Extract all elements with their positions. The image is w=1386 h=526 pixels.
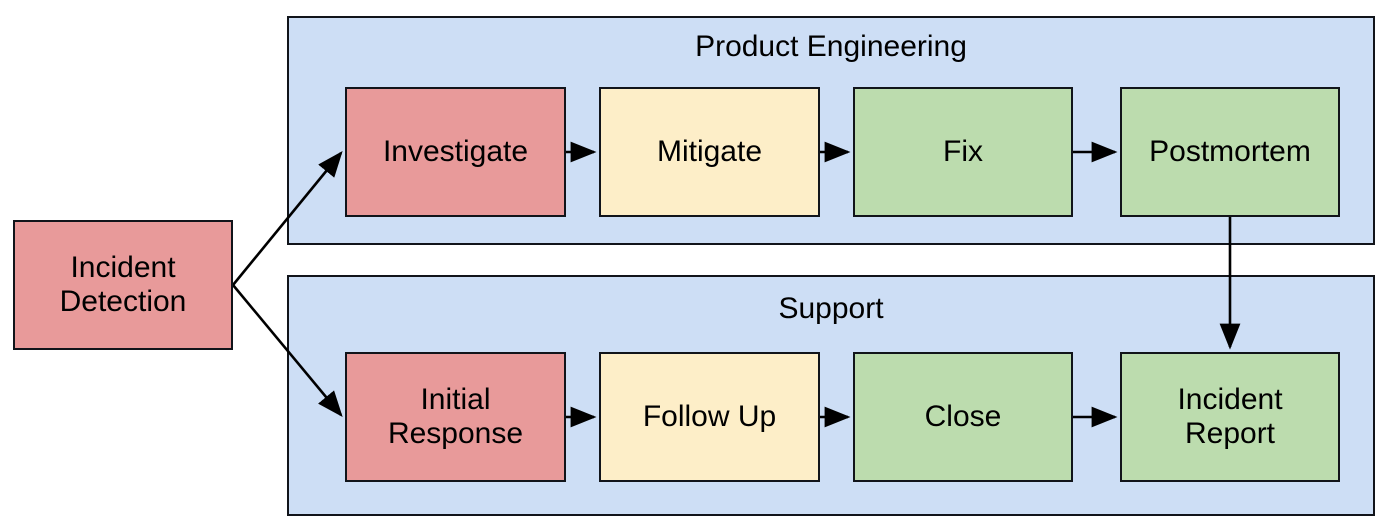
process-node-postmortem[interactable]: Postmortem <box>1120 87 1340 217</box>
process-node-follow-up[interactable]: Follow Up <box>599 352 820 482</box>
swimlane-product-engineering-label: Product Engineering <box>695 30 967 63</box>
swimlane-support-label: Support <box>778 292 884 325</box>
process-node-incident-detection-label: Incident Detection <box>59 251 187 318</box>
process-node-investigate[interactable]: Investigate <box>345 87 566 217</box>
edge-detection-to-investigate <box>231 150 343 286</box>
process-node-investigate-label: Investigate <box>382 135 529 169</box>
process-node-initial-response[interactable]: Initial Response <box>345 352 566 482</box>
process-node-fix-label: Fix <box>943 135 983 169</box>
edge-detection-to-initial-response <box>232 284 343 417</box>
process-node-fix[interactable]: Fix <box>853 87 1073 217</box>
process-node-follow-up-label: Follow Up <box>642 400 777 434</box>
process-node-postmortem-label: Postmortem <box>1149 135 1311 169</box>
process-node-close[interactable]: Close <box>853 352 1073 482</box>
process-node-mitigate-label: Mitigate <box>656 135 763 169</box>
process-node-mitigate[interactable]: Mitigate <box>599 87 820 217</box>
process-node-initial-response-label: Initial Response <box>387 383 524 450</box>
process-node-incident-detection[interactable]: Incident Detection <box>13 220 233 350</box>
process-node-close-label: Close <box>924 400 1002 434</box>
process-node-incident-report[interactable]: Incident Report <box>1120 352 1340 482</box>
process-node-incident-report-label: Incident Report <box>1177 383 1283 450</box>
